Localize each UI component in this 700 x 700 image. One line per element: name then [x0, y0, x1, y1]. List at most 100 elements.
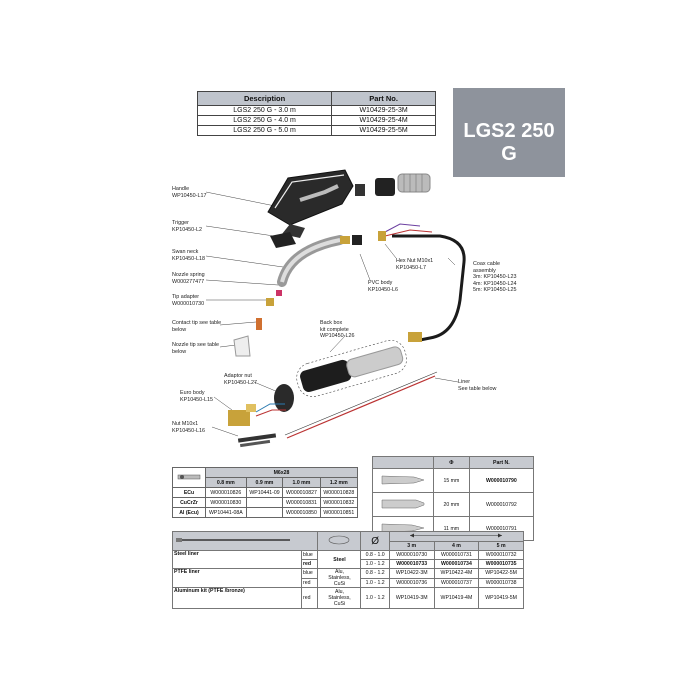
wire-icon-header — [317, 531, 362, 551]
liner-part: W000010732 — [478, 550, 524, 560]
label-hex-nut: Hex Nut M10x1 KP10450-L7 — [396, 258, 434, 271]
label-adaptor-nut: Adaptor nut KP10450-L27 — [224, 373, 257, 386]
material-cell: ECu — [172, 487, 206, 498]
liner-name: Aluminum kit (PTFE /bronze) — [172, 587, 302, 609]
desc-cell: LGS2 250 G - 5.0 m — [196, 125, 333, 136]
label-trigger: Trigger KP10450-L2 — [172, 220, 202, 233]
model-title: LGS2 250 G — [463, 120, 555, 165]
tip-part: W000010850 — [282, 507, 321, 518]
nozzle-img-cell — [372, 468, 434, 493]
part-cell: W10429-25-5M — [331, 125, 436, 136]
liner-color: blue — [300, 550, 319, 560]
liner-part: WP10422-5M — [478, 568, 524, 579]
wire-type: Alu, Stainless, CuSi — [317, 568, 362, 588]
tip-part: W000010831 — [282, 497, 321, 508]
diameter-symbol: Ø — [360, 531, 390, 551]
length-header: 3 m — [388, 541, 435, 551]
tip-part: W000010851 — [319, 507, 359, 518]
tip-part: W000010828 — [319, 487, 359, 498]
nozzle-table: Φ Part N. 15 mm W000010790 20 mm W000010… — [372, 456, 535, 541]
length-header: 4 m — [433, 541, 480, 551]
liner-part: WP10419-5M — [478, 587, 524, 609]
label-liner: Liner See table below — [458, 379, 497, 392]
liner-part: W000010737 — [433, 577, 480, 588]
liner-part: W000010734 — [433, 559, 480, 569]
liner-color: red — [300, 559, 319, 569]
size-header: 1.0 mm — [282, 477, 321, 488]
nozzle-icon — [381, 499, 425, 508]
length-arrow-header — [388, 531, 525, 542]
liner-part: WP10422-3M — [388, 568, 435, 579]
liner-diam: 0.8 - 1.2 — [360, 568, 390, 579]
label-coax-cable: Coax cable assembly 3m: KP10450-L23 4m: … — [473, 261, 517, 294]
tip-part: WP10441-08A — [205, 507, 247, 518]
label-pvc-body: PVC body KP10450-L6 — [368, 280, 398, 293]
model-title-box: LGS2 250 G — [453, 88, 565, 177]
contact-tip-icon — [177, 474, 201, 479]
col-description: Description — [196, 91, 333, 106]
tip-part — [245, 507, 284, 518]
material-cell: Al (Ecu) — [172, 507, 206, 518]
nozzle-diam: 15 mm — [433, 468, 470, 493]
exploded-diagram — [205, 169, 466, 448]
nozzle-img-header — [372, 456, 434, 469]
material-cell: CuCrZr — [172, 497, 206, 508]
handle-drawing — [267, 169, 354, 238]
tip-part: W000010830 — [205, 497, 247, 508]
length-arrow-icon — [410, 533, 503, 538]
tip-part: WP10441-09 — [245, 487, 284, 498]
liner-name: PTFE liner — [172, 568, 302, 588]
thread-header: M6x28 — [205, 467, 358, 478]
nozzle-part-header: Part N. — [468, 456, 535, 469]
tip-icon-cell — [172, 467, 206, 488]
contact-tip-table: M6x28 0.8 mm 0.9 mm 1.0 mm 1.2 mm ECu W0… — [172, 467, 359, 518]
label-handle: Handle WP10450-L17 — [172, 186, 207, 199]
tip-part: W000010826 — [205, 487, 247, 498]
liner-part: WP10419-3M — [388, 587, 435, 609]
nozzle-diam-header: Φ — [433, 456, 470, 469]
liner-img-header — [171, 531, 319, 551]
liner-part: W000010738 — [478, 577, 524, 588]
label-swan-neck: Swan neck KP10450-L18 — [172, 249, 205, 262]
liner-table: Ø 3 m 4 m 5 m Steel liner blue Steel 0.8… — [171, 531, 525, 609]
liner-part: W000010735 — [478, 559, 524, 569]
liner-part: W000010730 — [388, 550, 435, 560]
liner-diam: 1.0 - 1.2 — [360, 587, 390, 609]
liner-part: WP10419-4M — [433, 587, 480, 609]
label-nut: Nut M10x1 KP10450-L16 — [172, 421, 205, 434]
tip-part: W000010832 — [319, 497, 359, 508]
nozzle-img-cell — [372, 492, 434, 517]
label-nozzle-tip: Nozzle tip see table below — [172, 342, 220, 355]
length-header: 5 m — [478, 541, 524, 551]
tip-part — [245, 497, 284, 508]
nozzle-icon — [381, 523, 425, 532]
label-tip-adapter: Tip adapter W000010730 — [172, 294, 205, 307]
liner-part: W000010733 — [388, 559, 435, 569]
label-nozzle-spring: Nozzle spring W000277477 — [172, 272, 205, 285]
wire-spool-icon — [329, 535, 350, 545]
wire-type: Steel — [317, 550, 362, 569]
liner-part: W000010736 — [388, 577, 435, 588]
nozzle-icon — [381, 475, 425, 484]
size-header: 0.8 mm — [205, 477, 247, 488]
label-euro-body: Euro body KP10450-L15 — [180, 390, 213, 403]
nozzle-diam: 20 mm — [433, 492, 470, 517]
label-back-box: Back box kit complete WP10450-L26 — [320, 320, 355, 340]
tip-part: W000010827 — [282, 487, 321, 498]
label-contact-tip: Contact tip see table below — [172, 320, 222, 333]
liner-part: W000010731 — [433, 550, 480, 560]
liner-diam: 1.0 - 1.2 — [360, 559, 390, 569]
wire-type: Alu, Stainless, CuSi — [317, 587, 362, 609]
liner-icon — [176, 538, 290, 542]
nozzle-part: W000010792 — [468, 492, 535, 517]
liner-part: WP10422-4M — [433, 568, 480, 579]
liner-color: red — [300, 587, 319, 609]
size-header: 1.2 mm — [319, 477, 359, 488]
liner-color: blue — [300, 568, 319, 579]
col-part-no: Part No. — [331, 91, 436, 106]
size-header: 0.9 mm — [245, 477, 284, 488]
liner-name: Steel liner — [172, 550, 302, 569]
liner-diam: 0.8 - 1.0 — [360, 550, 390, 560]
liner-color: red — [300, 577, 319, 588]
